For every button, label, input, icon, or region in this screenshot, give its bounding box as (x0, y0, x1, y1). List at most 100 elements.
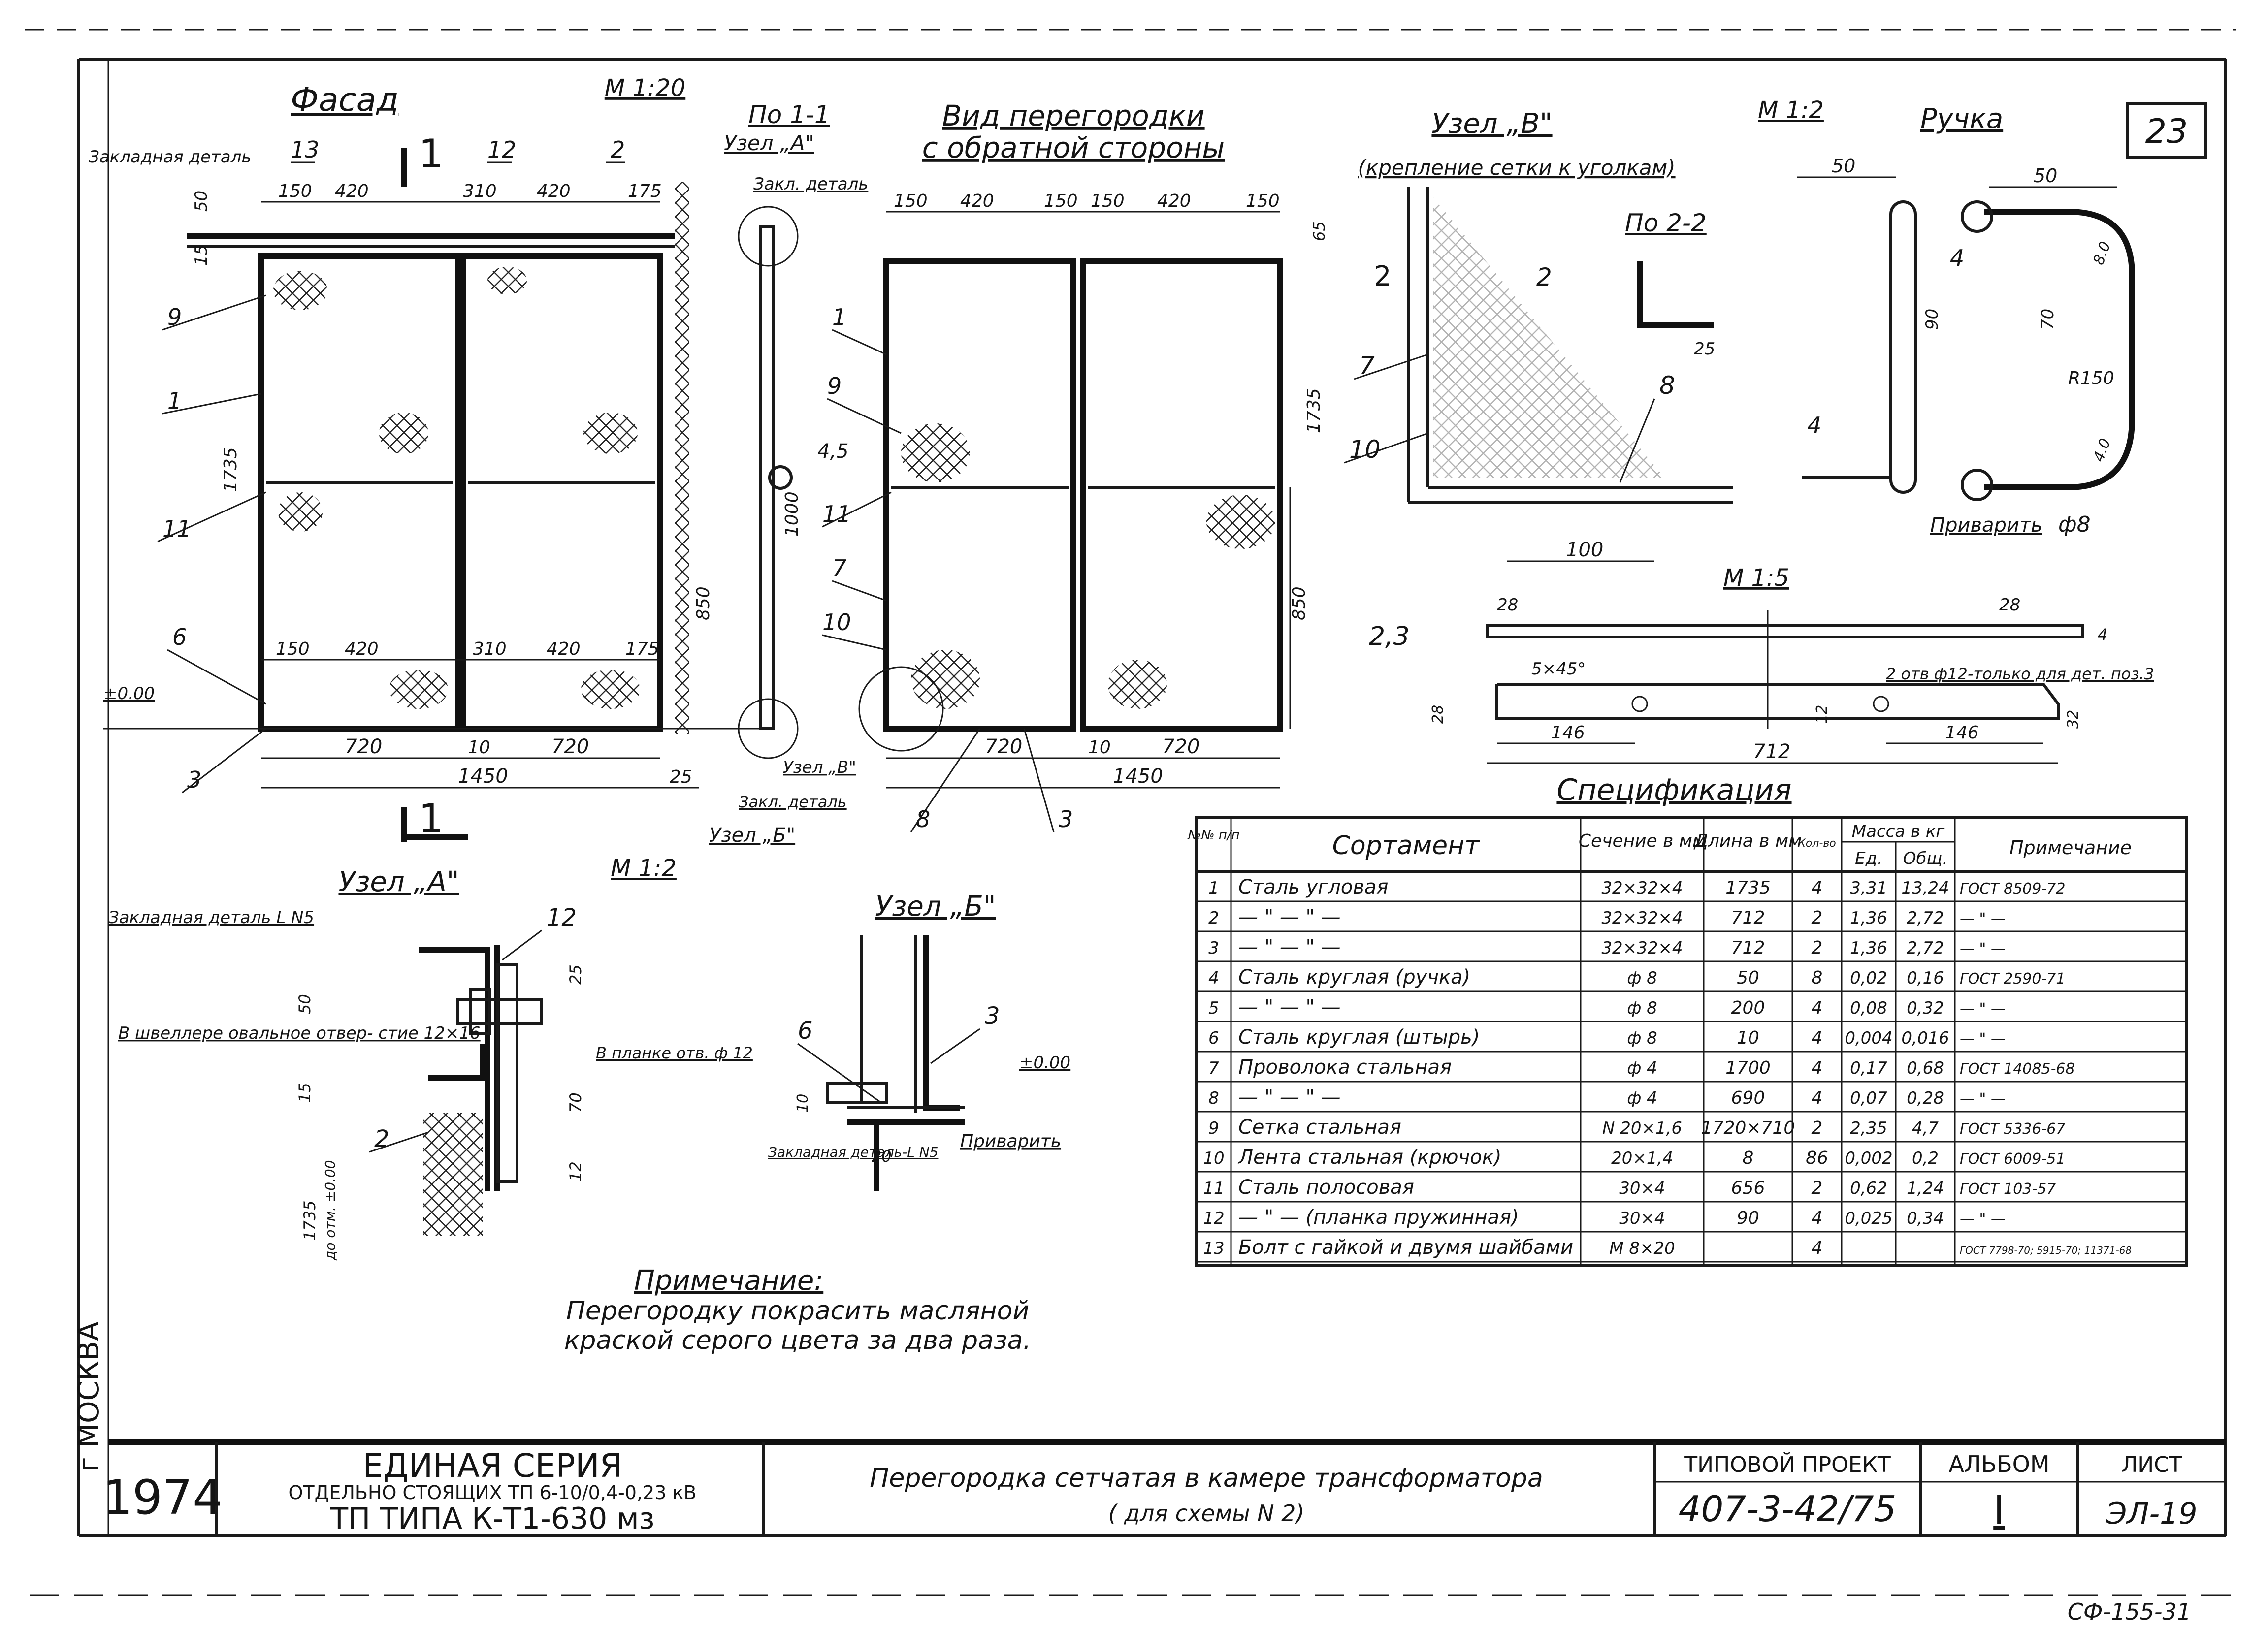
spec-cell-name: — " — " — (1238, 996, 1341, 1019)
spec-cell-n: 9 (1208, 1118, 1219, 1138)
facade-embedded-label: Закладная деталь (89, 147, 251, 167)
spec-cell-note: — " — (1960, 1090, 2006, 1108)
section-1-top: 1 (419, 131, 444, 177)
spec-cell-sec: ф 8 (1627, 1028, 1657, 1048)
spec-cell-len: 1720×710 (1701, 1118, 1795, 1138)
spec-cell-name: — " — " — (1238, 936, 1341, 958)
spec-h-mass-unit: Ед. (1855, 849, 1882, 868)
spec-cell-qty: 2 (1812, 908, 1823, 928)
back-mark-7: 7 (832, 555, 846, 581)
spec-cell-total: 1,24 (1907, 1179, 1944, 1198)
spec-cell-unit: 0,002 (1845, 1149, 1892, 1168)
back-dim-bot-3: 720 (1162, 735, 1199, 758)
spec-cell-sec: ф 4 (1627, 1088, 1657, 1108)
spec-cell-len: 50 (1737, 968, 1759, 988)
note-title: Примечание: (634, 1265, 823, 1297)
title-series-1: ЕДИНАЯ СЕРИЯ (362, 1447, 622, 1485)
spec-title: Спецификация (1556, 773, 1791, 807)
sheet-frame (25, 29, 2236, 1596)
spec-cell-n: 1 (1208, 878, 1219, 898)
title-series-3: ТП ТИПА К-Т1-630 мз (329, 1501, 654, 1536)
facade-dim-top-5: 175 (628, 181, 662, 201)
strip-dim-thickness: 4 (2098, 625, 2107, 644)
spec-cell-len: 90 (1737, 1208, 1759, 1228)
facade-view: Фасад М 1:20 Закладная деталь 150 420 31… (89, 74, 768, 842)
city-label: г МОСКВА (72, 1321, 105, 1472)
drawing-title-1: Перегородка сетчатая в камере трансформа… (870, 1464, 1543, 1493)
node-v: Узел „В" М 1:2 (крепление сетки к уголка… (1344, 96, 1824, 562)
spec-cell-qty: 4 (1812, 1208, 1823, 1228)
node-a-dim-12: 12 (566, 1161, 585, 1181)
spec-cell-len: 712 (1731, 938, 1765, 958)
handle-view: Ручка 50 50 4 4 90 70 R150 8.0 4.0 Прива… (1797, 103, 2135, 537)
spec-cell-n: 8 (1208, 1088, 1219, 1108)
spec-cell-len: 10 (1737, 1028, 1759, 1048)
spec-cell-unit: 1,36 (1850, 938, 1887, 958)
spec-cell-name: — " — " — (1238, 1086, 1341, 1109)
node-a-dim-15: 15 (295, 1083, 314, 1103)
section-2-mark: 2 (1374, 260, 1392, 292)
spec-cell-unit: 2,35 (1850, 1118, 1887, 1138)
spec-cell-note: ГОСТ 2590-71 (1960, 970, 2065, 988)
spec-cell-qty: 4 (1812, 878, 1823, 898)
facade-dim-top-4: 420 (537, 181, 571, 201)
spec-cell-n: 11 (1203, 1179, 1224, 1198)
back-dim-bot-1: 720 (985, 735, 1022, 758)
spec-cell-unit: 0,004 (1845, 1028, 1892, 1048)
spec-cell-qty: 4 (1812, 1028, 1823, 1048)
section-1-1-title: По 1-1 (748, 100, 830, 129)
section-mark-45: 4,5 (817, 440, 849, 463)
facade-dim-bot-3: 720 (551, 735, 589, 758)
spec-cell-n: 3 (1208, 938, 1219, 958)
spec-cell-sec: 32×32×4 (1601, 878, 1683, 898)
spec-cell-name: Лента стальная (крючок) (1237, 1146, 1501, 1169)
spec-cell-name: Сталь полосовая (1238, 1176, 1414, 1199)
spec-cell-total: 0,016 (1901, 1028, 1949, 1048)
facade-dim-gap: 25 (670, 767, 692, 787)
spec-cell-qty: 2 (1812, 938, 1823, 958)
sheet-value: ЭЛ-19 (2106, 1497, 2197, 1531)
back-mark-10: 10 (822, 609, 851, 636)
facade-dim-top-gap: 50 (192, 191, 211, 212)
node-b-mark-6: 6 (798, 1017, 813, 1045)
spec-cell-unit: 1,36 (1850, 908, 1887, 928)
node-b: Узел „Б" 6 3 ±0.00 10 Приварить Закладна… (768, 891, 1070, 1191)
spec-cell-qty: 2 (1812, 1178, 1823, 1198)
spec-cell-qty: 8 (1812, 968, 1823, 988)
back-mark-1: 1 (832, 304, 846, 330)
spec-cell-n: 10 (1203, 1149, 1224, 1168)
back-dim-overall: 1450 (1113, 765, 1163, 788)
spec-cell-unit: 0,08 (1850, 998, 1887, 1018)
facade-dim-bot-1: 720 (345, 735, 382, 758)
section-uzel-b: Узел „Б" (709, 824, 795, 847)
spec-cell-name: Проволока стальная (1238, 1056, 1452, 1079)
spec-cell-name: — " — (планка пружинная) (1238, 1206, 1519, 1229)
spec-h-section: Сечение в мм (1579, 831, 1706, 851)
note-line-1: Перегородку покрасить масляной (566, 1296, 1029, 1326)
spec-cell-name: Сталь угловая (1238, 876, 1388, 898)
spec-cell-n: 4 (1208, 968, 1219, 988)
spec-cell-note: — " — (1960, 1000, 2006, 1018)
spec-h-num: №№ п/п (1187, 828, 1239, 843)
strip-dim-left: 28 (1497, 595, 1518, 615)
node-a-dim-25: 25 (566, 964, 585, 985)
spec-cell-name: Сталь круглая (штырь) (1238, 1026, 1480, 1049)
section-embedded-top: Закл. деталь (753, 174, 868, 194)
section-uzel-a: Узел „А" (724, 131, 814, 155)
strip-scale: М 1:5 (1723, 564, 1789, 592)
spec-cell-qty: 4 (1812, 998, 1823, 1018)
spec-cell-n: 12 (1203, 1209, 1224, 1228)
node-v-mark-2: 2 (1536, 263, 1552, 291)
back-dim-top-5: 420 (1157, 191, 1191, 211)
spec-cell-len: 200 (1731, 998, 1765, 1018)
facade-dim-top-2: 420 (335, 181, 369, 201)
spec-cell-note: — " — (1960, 940, 2006, 958)
handle-dim-70: 70 (2038, 309, 2058, 330)
spec-cell-n: 7 (1208, 1058, 1219, 1078)
spec-h-length: Длина в мм (1693, 831, 1802, 851)
spec-cell-total: 2,72 (1907, 938, 1944, 958)
facade-mark-6: 6 (172, 624, 187, 650)
spec-cell-sec: N 20×1,6 (1602, 1118, 1682, 1138)
strip-dim-gap: 12 (1814, 705, 1831, 724)
